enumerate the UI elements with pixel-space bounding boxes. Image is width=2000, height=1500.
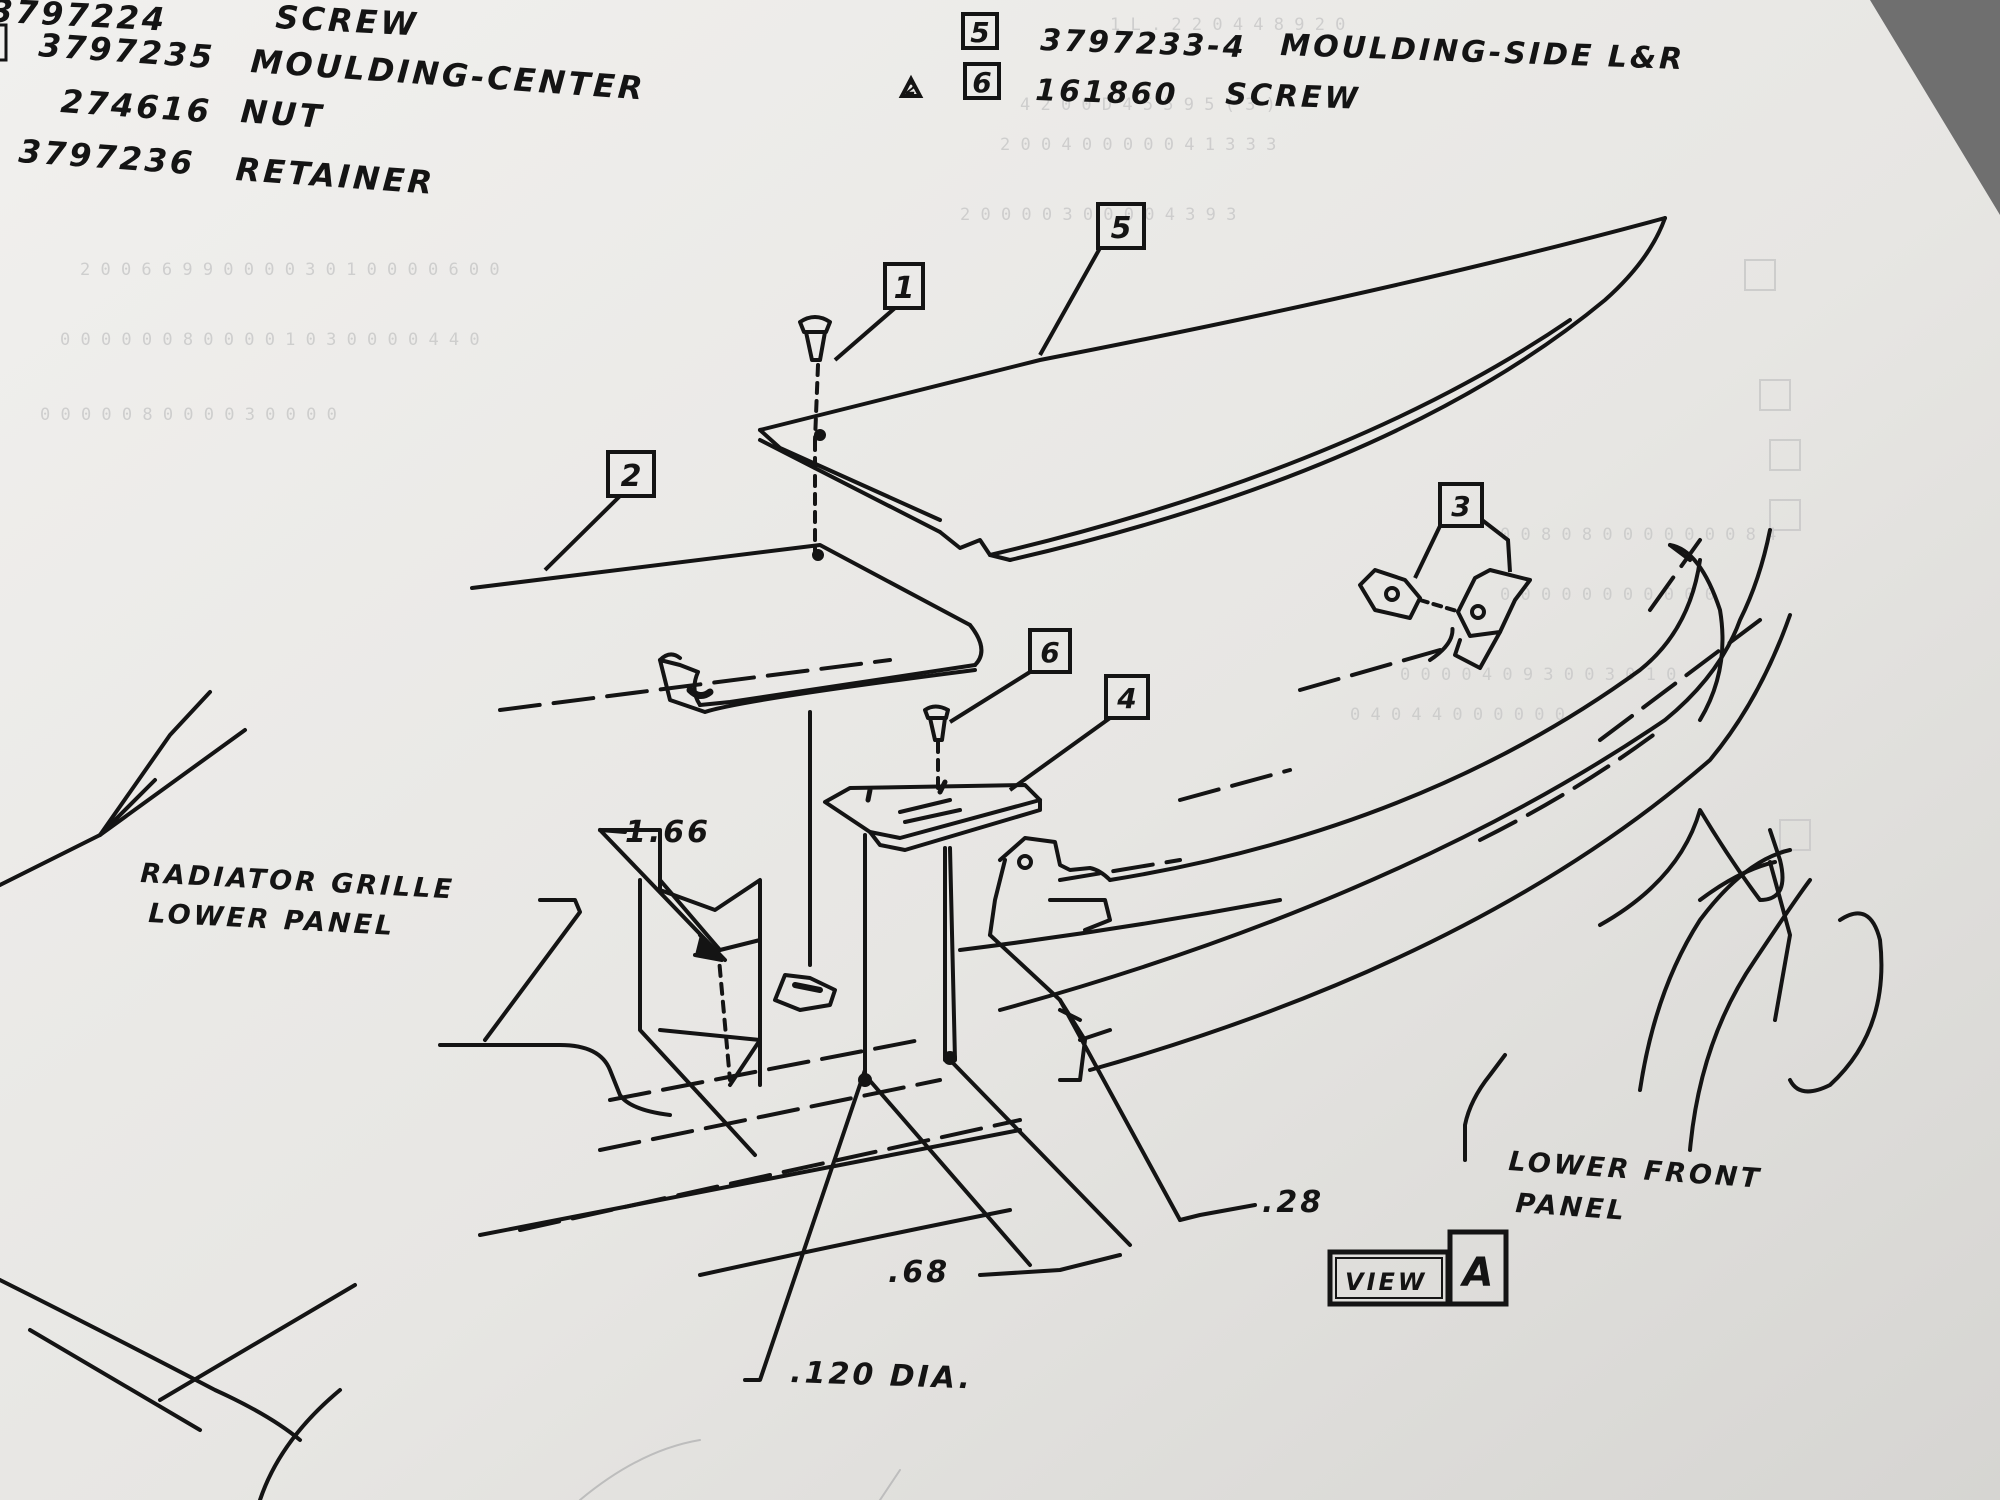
lower-front-panel [958, 528, 1884, 1152]
svg-text:0 0 0 0 4 0 9 3 0 0 3 0 1 0: 0 0 0 0 4 0 9 3 0 0 3 0 1 0 [1400, 665, 1676, 685]
callout-6-label: 6 [1040, 636, 1059, 669]
svg-text:0 4 0 4 4 0 0 0 0 0 0: 0 4 0 4 4 0 0 0 0 0 0 [1350, 705, 1565, 725]
bleed-through: 1 L . 2 2 0 4 4 8 9 2 0 4 2 0 0 D 4 5 5 … [40, 15, 1811, 851]
screw-6 [923, 704, 950, 742]
part-1-name: SCREW [275, 0, 420, 43]
dimension-1-66: 1.66 [625, 815, 711, 850]
list-ref-5: 5 [970, 16, 989, 49]
svg-text:0 0 8 0 8 0 0 0 0 0 0 0 8 4: 0 0 8 0 8 0 0 0 0 0 0 0 8 4 [1500, 525, 1776, 545]
callout-4: 4 [1008, 674, 1150, 792]
part-6-number: 161860 [1035, 73, 1179, 113]
part-5-number: 3797233-4 [1040, 23, 1248, 65]
callout-3: 3 [1413, 482, 1512, 579]
callout-5: 5 [1038, 202, 1146, 356]
callout-2: 2 [543, 450, 656, 572]
svg-text:0 0 0 0 0 0 0 0 0 0 0: 0 0 0 0 0 0 0 0 0 0 0 [1500, 585, 1715, 605]
svg-text:1 L . 2 2 0 4 4 8 9 2 0: 1 L . 2 2 0 4 4 8 9 2 0 [1110, 15, 1345, 35]
svg-text:2 0 0 4 0 0 0 0 0 4 1 3 3 3: 2 0 0 4 0 0 0 0 0 4 1 3 3 3 [1000, 135, 1276, 155]
svg-text:4 2 0 0 D 4 5 5 9 5 ( 3 ): 4 2 0 0 D 4 5 5 9 5 ( 3 ) [1020, 95, 1276, 115]
svg-text:0 0 0 0 0 0 8 0 0 0 0 1 0 3 0: 0 0 0 0 0 0 8 0 0 0 0 1 0 3 0 0 0 0 4 4 … [60, 330, 480, 350]
dimension-0-68: .68 [888, 1255, 950, 1290]
view-letter: A [1460, 1250, 1494, 1296]
center-moulding [470, 543, 984, 714]
callout-4-label: 4 [1116, 682, 1136, 715]
callout-5-label: 5 [1111, 211, 1132, 246]
callout-6: 6 [948, 628, 1072, 724]
retainer-clip [1358, 568, 1532, 670]
list-flag-2: 2 [905, 79, 916, 98]
callout-1: 1 [833, 262, 925, 362]
side-moulding [758, 216, 1667, 562]
view-a-tag: VIEW A [1327, 1229, 1509, 1307]
svg-text:2 0 0 6 6 9 9 0 0 0 0 3 0 1 0: 2 0 0 6 6 9 9 0 0 0 0 3 0 1 0 0 0 0 6 0 … [80, 260, 500, 280]
radiator-grille-lower-panel [438, 828, 837, 1157]
callout-2-label: 2 [621, 459, 642, 494]
view-word: VIEW [1345, 1268, 1427, 1296]
dimension-0-28: .28 [1262, 1185, 1324, 1220]
screw-1 [798, 315, 832, 362]
nut-bracket [823, 779, 1042, 852]
list-ref-6: 6 [972, 66, 991, 99]
part-6-name: SCREW [1225, 77, 1361, 117]
callout-3-label: 3 [1451, 490, 1470, 523]
exploded-view-drawing [0, 216, 1884, 1500]
callout-1-label: 1 [894, 271, 915, 306]
dimension-hole-diameter: .120 DIA. [790, 1355, 974, 1396]
part-3-name: NUT [239, 92, 325, 136]
svg-text:0 0 0 0 0 8 0 0 0 0 3 0 0 0 0: 0 0 0 0 0 8 0 0 0 0 3 0 0 0 0 [40, 405, 337, 425]
